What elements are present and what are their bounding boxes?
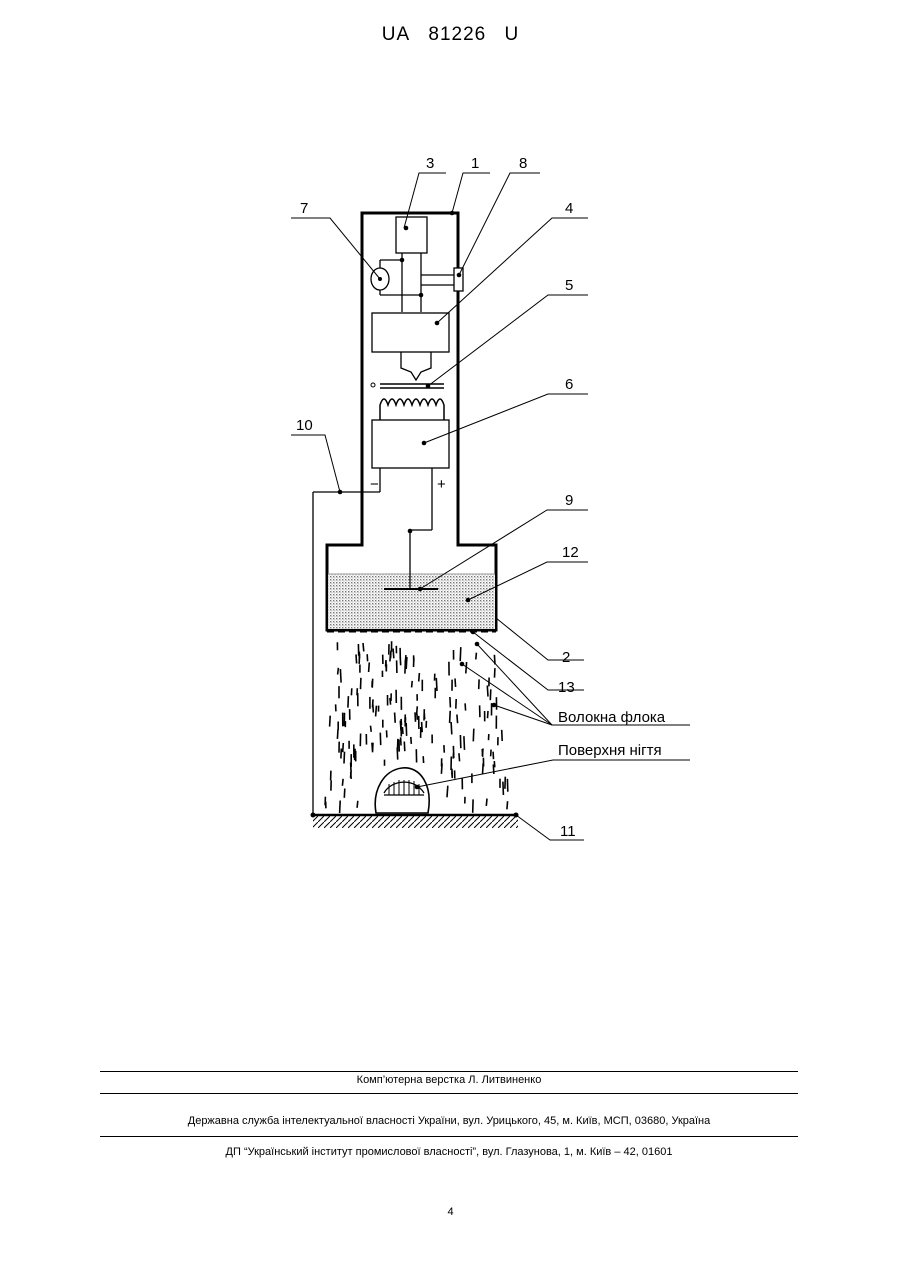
- flock-fiber: [493, 764, 494, 774]
- flock-fiber: [486, 799, 487, 806]
- flock-fiber: [373, 699, 374, 707]
- flock-fiber: [487, 686, 488, 697]
- label-12: 12: [562, 544, 579, 561]
- flock-fiber: [343, 743, 344, 752]
- flock-fiber: [473, 729, 474, 742]
- block-4: [372, 313, 449, 352]
- flock-fiber: [376, 706, 377, 717]
- label-2: 2: [562, 649, 570, 666]
- switch-8: [454, 268, 463, 291]
- institute-address: ДП “Український інститут промислової вла…: [100, 1146, 798, 1158]
- flock-fiber: [373, 743, 374, 753]
- flock-fiber: [422, 722, 423, 732]
- flock-fiber: [466, 662, 467, 673]
- ground-plate-hatch: [313, 815, 518, 828]
- footer-rule-3: [100, 1136, 798, 1137]
- flock-fiber: [455, 678, 456, 687]
- flock-fiber: [460, 647, 461, 661]
- label-3: 3: [426, 155, 434, 172]
- transformer-5: [380, 384, 444, 420]
- flock-fiber: [494, 761, 495, 767]
- flock-fiber: [459, 753, 460, 761]
- flock-fiber: [351, 772, 352, 779]
- flock-fiber: [337, 729, 338, 739]
- flock-fiber: [491, 750, 492, 757]
- label-13: 13: [558, 679, 575, 696]
- flock-fiber: [404, 742, 405, 752]
- state-service-address: Державна служба інтелектуальної власност…: [100, 1115, 798, 1127]
- label-6: 6: [565, 376, 573, 393]
- flock-fiber: [417, 706, 418, 715]
- page-number: 4: [0, 1206, 901, 1218]
- flock-fiber: [503, 782, 504, 795]
- flock-fiber: [464, 736, 465, 750]
- device-schematic-figure: − +: [0, 0, 901, 900]
- flock-fiber: [457, 715, 458, 724]
- flock-fiber: [450, 711, 451, 723]
- flock-fiber: [348, 696, 349, 708]
- flock-fiber: [419, 673, 420, 682]
- footer-rule-1: [100, 1071, 798, 1072]
- flock-fiber: [405, 717, 406, 726]
- label-10: 10: [296, 417, 313, 434]
- label-4: 4: [565, 200, 573, 217]
- flock-fiber: [465, 703, 466, 710]
- flock-fiber: [411, 737, 412, 744]
- flock-fiber: [395, 713, 396, 723]
- flock-fiber: [338, 668, 339, 675]
- flock-fiber: [476, 653, 477, 660]
- block-3: [396, 217, 427, 253]
- nail-surface-label: Поверхня нігтя: [558, 742, 662, 759]
- flock-fiber: [400, 721, 401, 731]
- flock-fiber: [451, 722, 452, 734]
- plus-terminal: +: [437, 476, 446, 493]
- flock-fiber: [507, 801, 508, 809]
- flock-fiber: [412, 681, 413, 688]
- flock-fiber: [363, 643, 364, 651]
- flock-fiber: [490, 689, 491, 700]
- flock-fiber: [447, 786, 448, 798]
- label-11: 11: [560, 823, 576, 840]
- flock-fiber: [502, 730, 503, 741]
- flock-fiber: [405, 655, 406, 664]
- label-5: 5: [565, 277, 573, 294]
- flock-fiber: [344, 752, 345, 764]
- flock-fiber: [330, 716, 331, 727]
- flock-fiber: [482, 749, 483, 757]
- label-1: 1: [471, 155, 479, 172]
- flock-fiber: [488, 711, 489, 718]
- flock-fiber: [390, 655, 391, 662]
- layout-credit: Комп’ютерна верстка Л. Литвиненко: [100, 1074, 798, 1086]
- flock-fiber: [340, 801, 341, 814]
- flock-fiber: [369, 662, 370, 672]
- block-6: [372, 420, 449, 468]
- flock-fiber: [357, 801, 358, 808]
- minus-terminal: −: [370, 476, 379, 493]
- flock-fiber: [450, 697, 451, 707]
- flock-fiber: [400, 657, 401, 666]
- flock-fiber: [402, 727, 403, 734]
- flock-fiber: [340, 669, 341, 683]
- label-7: 7: [300, 200, 308, 217]
- flock-reservoir: [328, 574, 495, 629]
- label-9: 9: [565, 492, 573, 509]
- flock-fiber: [356, 654, 357, 663]
- flock-fiber: [415, 712, 416, 722]
- label-8: 8: [519, 155, 527, 172]
- nail-drawing: [375, 768, 429, 813]
- flock-fibers-label: Волокна флока: [558, 709, 666, 726]
- footer-rule-2: [100, 1093, 798, 1094]
- flock-fiber: [371, 726, 372, 732]
- flock-fiber: [342, 779, 343, 786]
- flock-fiber: [344, 789, 345, 798]
- flock-fiber: [397, 739, 398, 752]
- flock-fiber: [436, 678, 437, 691]
- flock-fiber: [393, 649, 394, 659]
